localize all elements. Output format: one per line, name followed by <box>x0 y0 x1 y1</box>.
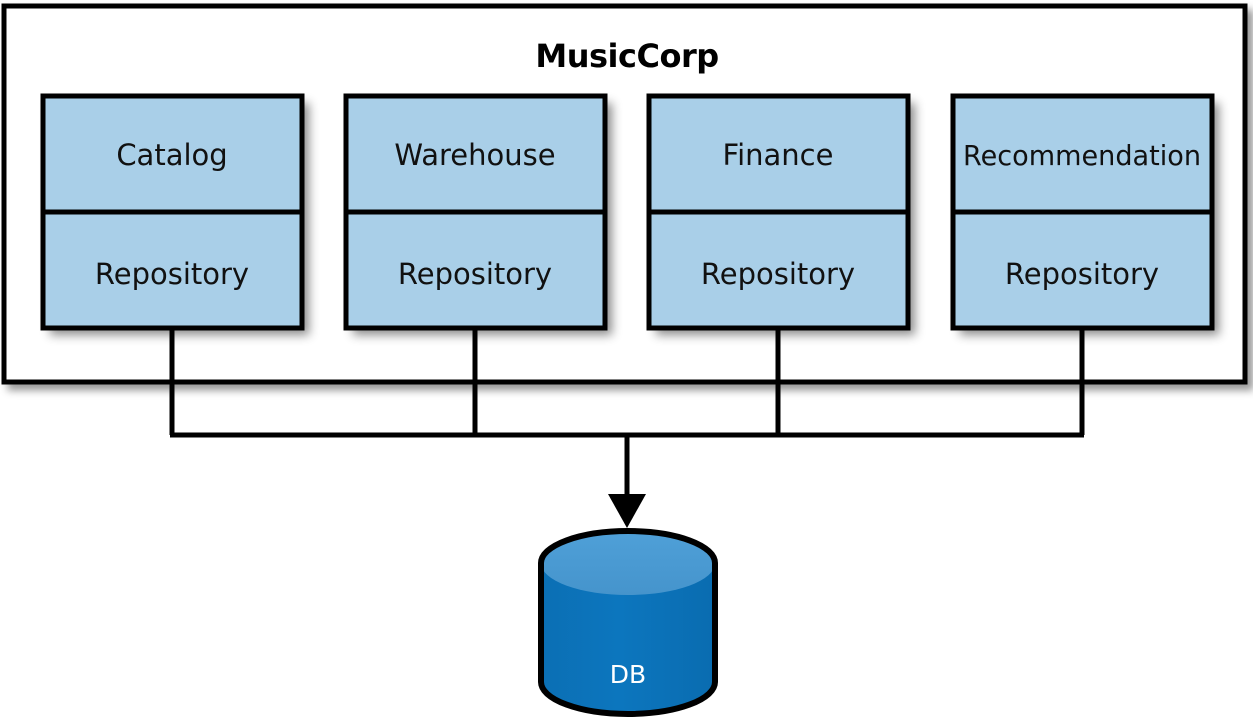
service-layer-recommendation-repository: Repository <box>1005 257 1159 291</box>
service-name-catalog: Catalog <box>116 138 227 172</box>
service-name-recommendation: Recommendation <box>963 139 1201 172</box>
database-cylinder-outline <box>538 528 718 717</box>
database-label: DB <box>610 660 646 689</box>
db-arrow <box>608 435 646 528</box>
service-box-recommendation[interactable]: Recommendation Repository <box>950 93 1215 331</box>
service-name-finance: Finance <box>723 138 834 172</box>
service-box-warehouse[interactable]: Warehouse Repository <box>343 93 608 331</box>
db-arrow-head <box>608 494 646 528</box>
service-layer-warehouse-repository: Repository <box>398 257 552 291</box>
database-cylinder[interactable]: DB <box>538 528 718 717</box>
service-layer-finance-repository: Repository <box>701 257 855 291</box>
service-box-catalog[interactable]: Catalog Repository <box>40 93 305 331</box>
service-name-warehouse: Warehouse <box>394 138 555 172</box>
database-cylinder-body <box>541 563 715 714</box>
database-cylinder-top <box>541 531 715 595</box>
service-layer-catalog-repository: Repository <box>95 257 249 291</box>
org-title: MusicCorp <box>535 37 718 75</box>
service-box-finance[interactable]: Finance Repository <box>646 93 911 331</box>
